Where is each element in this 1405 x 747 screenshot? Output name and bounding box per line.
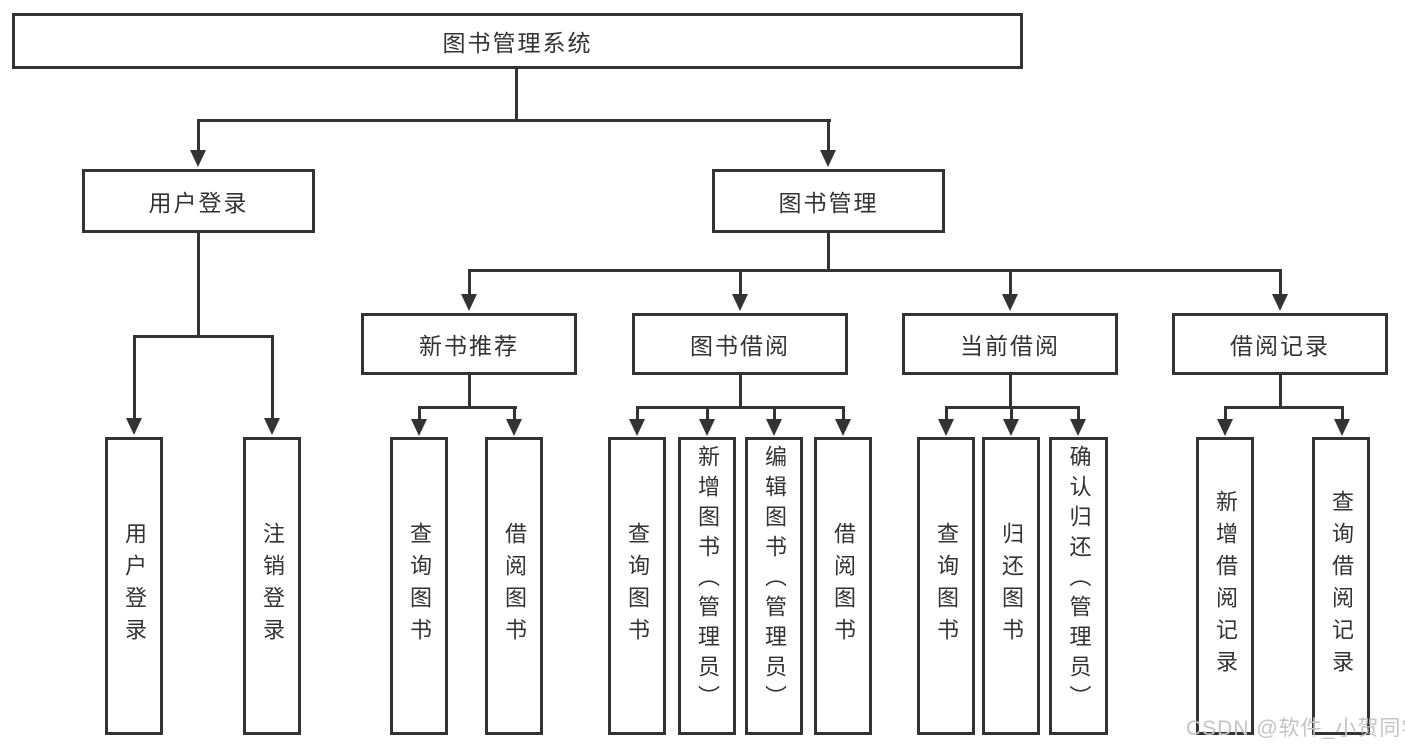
node-user-login-label: 用户登录	[148, 190, 249, 216]
leaf-bookborrow-borrow: 借阅图书	[814, 437, 872, 735]
connector-currentborrow-drop-1	[945, 406, 948, 421]
leaf-currentborrow-query-label: 查询图书	[934, 522, 959, 650]
leaf-currentborrow-confirm-admin: 确认归还（管理员）	[1049, 437, 1108, 735]
connector-newbooks-stem	[468, 375, 471, 408]
connector-currentborrow-stem	[1009, 375, 1012, 408]
connector-bookmgmt-rail	[468, 269, 1282, 272]
leaf-records-query: 查询借阅记录	[1312, 437, 1370, 735]
arrowhead-to-user-login	[190, 150, 206, 167]
arrowhead-to-br-query	[1334, 419, 1350, 436]
arrowhead-to-leaf-logout	[264, 418, 280, 435]
connector-bookborrow-drop-4	[842, 406, 845, 421]
node-root-label: 图书管理系统	[442, 30, 593, 56]
connector-root-left-drop	[197, 119, 200, 152]
connector-newbooks-drop-1	[418, 406, 421, 421]
node-borrow-records: 借阅记录	[1172, 313, 1388, 375]
node-book-mgmt: 图书管理	[712, 169, 945, 233]
arrowhead-to-nb-borrow	[506, 419, 522, 436]
arrowhead-to-bb-query	[629, 419, 645, 436]
node-book-mgmt-label: 图书管理	[778, 190, 879, 216]
connector-records-stem	[1279, 375, 1282, 408]
node-borrow-records-label: 借阅记录	[1230, 333, 1330, 359]
csdn-watermark: CSDN @软件_小贺同学	[1186, 717, 1405, 740]
arrowhead-to-br-add	[1217, 419, 1233, 436]
node-book-borrow: 图书借阅	[632, 313, 848, 375]
connector-bookborrow-rail	[636, 406, 845, 409]
leaf-records-query-label: 查询借阅记录	[1329, 490, 1354, 682]
leaf-newbooks-query-label: 查询图书	[407, 522, 432, 650]
connector-newbooks-rail	[418, 406, 517, 409]
arrowhead-to-cb-confirm	[1070, 419, 1086, 436]
node-new-books: 新书推荐	[361, 313, 577, 375]
node-user-login: 用户登录	[82, 169, 315, 233]
node-book-borrow-label: 图书借阅	[690, 333, 790, 359]
connector-bookborrow-stem	[739, 375, 742, 408]
arrowhead-to-borrow-records	[1272, 294, 1288, 311]
connector-currentborrow-drop-2	[1010, 406, 1013, 421]
connector-bookmgmt-drop-1	[468, 269, 471, 297]
leaf-currentborrow-return: 归还图书	[982, 437, 1040, 735]
connector-currentborrow-drop-3	[1077, 406, 1080, 421]
connector-root-rail	[197, 119, 831, 122]
arrowhead-to-bb-borrow	[835, 419, 851, 436]
leaf-bookborrow-add-admin: 新增图书（管理员）	[678, 437, 736, 735]
connector-bookmgmt-drop-4	[1279, 269, 1282, 297]
connector-bookmgmt-stem	[827, 233, 830, 271]
connector-userlogin-drop-1	[133, 335, 136, 419]
leaf-records-add-label: 新增借阅记录	[1213, 490, 1238, 682]
connector-bookborrow-drop-2	[706, 406, 709, 421]
leaf-currentborrow-return-label: 归还图书	[999, 522, 1024, 650]
connector-records-drop-2	[1341, 406, 1344, 421]
leaf-logout: 注销登录	[243, 437, 301, 735]
connector-userlogin-drop-2	[271, 335, 274, 419]
leaf-bookborrow-query-label: 查询图书	[625, 522, 650, 650]
connector-bookborrow-drop-3	[773, 406, 776, 421]
connector-userlogin-rail	[133, 335, 274, 338]
connector-newbooks-drop-2	[513, 406, 516, 421]
leaf-newbooks-borrow: 借阅图书	[485, 437, 543, 735]
leaf-bookborrow-add-admin-label: 新增图书（管理员）	[695, 445, 720, 715]
connector-userlogin-stem	[197, 233, 200, 335]
connector-records-rail	[1224, 406, 1344, 409]
connector-bookborrow-drop-1	[636, 406, 639, 421]
arrowhead-to-nb-query	[411, 419, 427, 436]
leaf-newbooks-query: 查询图书	[390, 437, 448, 735]
leaf-currentborrow-query: 查询图书	[917, 437, 975, 735]
leaf-newbooks-borrow-label: 借阅图书	[502, 522, 527, 650]
leaf-bookborrow-edit-admin: 编辑图书（管理员）	[745, 437, 803, 735]
leaf-logout-label: 注销登录	[260, 522, 285, 650]
leaf-records-add: 新增借阅记录	[1196, 437, 1254, 735]
arrowhead-to-current-borrow	[1002, 294, 1018, 311]
leaf-user-login: 用户登录	[105, 437, 163, 735]
leaf-currentborrow-confirm-admin-label: 确认归还（管理员）	[1066, 445, 1092, 715]
arrowhead-to-leaf-user-login	[126, 418, 142, 435]
leaf-bookborrow-borrow-label: 借阅图书	[831, 522, 856, 650]
connector-records-drop-1	[1224, 406, 1227, 421]
arrowhead-to-book-borrow	[732, 294, 748, 311]
arrowhead-to-cb-return	[1003, 419, 1019, 436]
connector-root-right-drop	[827, 119, 830, 152]
arrowhead-to-cb-query	[938, 419, 954, 436]
leaf-user-login-label: 用户登录	[122, 522, 147, 650]
connector-bookmgmt-drop-2	[739, 269, 742, 297]
node-root-library-system: 图书管理系统	[12, 13, 1023, 69]
node-new-books-label: 新书推荐	[419, 333, 519, 359]
arrowhead-to-book-mgmt	[820, 150, 836, 167]
arrowhead-to-bb-edit	[766, 419, 782, 436]
arrowhead-to-new-books	[461, 294, 477, 311]
node-current-borrow-label: 当前借阅	[960, 333, 1060, 359]
leaf-bookborrow-query: 查询图书	[608, 437, 666, 735]
arrowhead-to-bb-add	[699, 419, 715, 436]
connector-bookmgmt-drop-3	[1009, 269, 1012, 297]
leaf-bookborrow-edit-admin-label: 编辑图书（管理员）	[762, 445, 787, 715]
node-current-borrow: 当前借阅	[902, 313, 1118, 375]
connector-root-stem	[515, 69, 518, 120]
